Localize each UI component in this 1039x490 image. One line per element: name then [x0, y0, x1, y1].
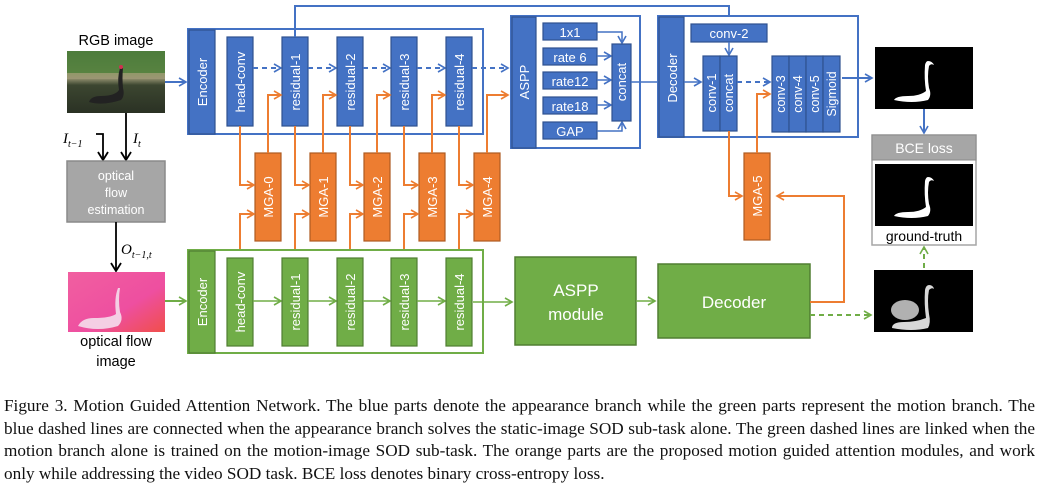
svg-text:estimation: estimation	[88, 203, 145, 217]
aspp-branch-2: rate12	[542, 71, 598, 90]
mga-1: MGA-1	[309, 152, 337, 242]
svg-text:conv-1: conv-1	[704, 73, 719, 112]
svg-text:MGA-3: MGA-3	[425, 176, 440, 217]
mga-5: MGA-5	[743, 152, 771, 241]
bce-loss-box: BCE loss ground-truth	[871, 134, 977, 246]
svg-text:conv-4: conv-4	[791, 75, 805, 113]
attention-connections	[239, 89, 772, 258]
svg-text:rate 6: rate 6	[553, 50, 586, 65]
mga-modules: MGA-0 MGA-1 MGA-2 MGA-3 MGA-4 MGA-5	[254, 152, 771, 242]
svg-text:conv-3: conv-3	[774, 75, 788, 113]
svg-text:concat: concat	[614, 62, 629, 101]
svg-text:Decoder: Decoder	[702, 293, 767, 312]
motion-encoder-label: Encoder	[195, 277, 210, 326]
svg-text:Sigmoid: Sigmoid	[825, 71, 839, 116]
svg-text:head-conv: head-conv	[233, 51, 248, 112]
motion-stage-residual-4: residual-4	[445, 257, 473, 347]
mga-3: MGA-3	[418, 152, 446, 242]
i-curr-label: It	[132, 131, 141, 150]
i-prev-arrow	[96, 133, 109, 162]
figure-caption: Figure 3. Motion Guided Attention Networ…	[4, 396, 1035, 483]
appearance-stage-residual-1: residual-1	[281, 36, 309, 127]
svg-text:residual-1: residual-1	[288, 53, 303, 110]
svg-text:MGA-0: MGA-0	[261, 176, 276, 217]
svg-text:residual-3: residual-3	[397, 53, 412, 110]
svg-text:optical: optical	[98, 169, 134, 183]
ground-truth-label: ground-truth	[886, 228, 962, 244]
svg-text:MGA-1: MGA-1	[316, 176, 331, 217]
aspp-branch-3: rate18	[542, 96, 598, 115]
motion-stage-residual-3: residual-3	[390, 257, 418, 347]
aspp-branch-1: rate 6	[542, 47, 598, 66]
svg-text:MGA-5: MGA-5	[750, 175, 765, 216]
mga-4: MGA-4	[473, 152, 501, 242]
svg-text:head-conv: head-conv	[233, 271, 248, 332]
svg-text:residual-1: residual-1	[288, 273, 303, 330]
aspp-concat: concat	[611, 43, 632, 122]
svg-text:rate18: rate18	[552, 99, 589, 114]
rgb-image	[67, 51, 165, 113]
decoder-block-Sigmoid	[822, 55, 841, 133]
svg-text:residual-3: residual-3	[397, 273, 412, 330]
svg-text:residual-4: residual-4	[452, 53, 467, 110]
appearance-stage-residual-3: residual-3	[390, 36, 418, 127]
motion-stage-head-conv: head-conv	[226, 257, 254, 347]
flow-image-label-line1: optical flow	[80, 334, 152, 350]
decoder-label: Decoder	[665, 53, 680, 103]
motion-decoder-to-mga5	[775, 191, 845, 303]
mga-0: MGA-0	[254, 152, 282, 242]
svg-text:concat: concat	[721, 73, 736, 112]
svg-text:residual-2: residual-2	[343, 273, 358, 330]
appearance-encoder-label: Encoder	[195, 57, 210, 106]
motion-stages: head-conv residual-1 residual-2 residual-3 r…	[226, 257, 473, 347]
appearance-stage-residual-4: residual-4	[445, 36, 473, 127]
flow-output-label: Ot−1,t	[121, 242, 152, 261]
conv-2-label: conv-2	[709, 26, 748, 41]
flow-image-label-line2: image	[96, 354, 136, 370]
network-diagram: RGB image It−1 It optical flow estimatio…	[62, 5, 977, 370]
svg-text:MGA-2: MGA-2	[370, 176, 385, 217]
i-prev-label: It−1	[62, 131, 83, 150]
motion-decoder: Decoder	[657, 263, 811, 339]
svg-text:residual-2: residual-2	[343, 53, 358, 110]
svg-text:ASPP: ASPP	[553, 281, 598, 300]
svg-text:MGA-4: MGA-4	[480, 176, 495, 217]
appearance-stage-residual-2: residual-2	[336, 36, 364, 127]
motion-stage-residual-1: residual-1	[281, 257, 309, 347]
bce-loss-label: BCE loss	[895, 140, 953, 156]
svg-text:residual-4: residual-4	[452, 273, 467, 330]
optical-flow-image	[68, 272, 165, 332]
aspp-branch-4: GAP	[542, 121, 598, 140]
svg-text:1x1: 1x1	[560, 25, 581, 40]
appearance-stage-head-conv: head-conv	[226, 36, 254, 127]
motion-aspp-module: ASPP module	[514, 256, 637, 346]
optical-flow-estimation-box: optical flow estimation	[66, 160, 166, 223]
appearance-saliency-map	[875, 47, 973, 109]
mga-2: MGA-2	[363, 152, 391, 242]
aspp-branch-0: 1x1	[542, 22, 598, 41]
svg-text:rate12: rate12	[552, 74, 589, 89]
motion-saliency-map	[874, 270, 973, 332]
svg-text:GAP: GAP	[556, 124, 583, 139]
rgb-image-label: RGB image	[79, 33, 154, 49]
svg-text:flow: flow	[105, 186, 128, 200]
motion-stage-residual-2: residual-2	[336, 257, 364, 347]
aspp-label: ASPP	[517, 65, 532, 100]
svg-text:module: module	[548, 305, 604, 324]
appearance-stages: head-conv residual-1 residual-2 residual-3 r…	[226, 36, 510, 127]
svg-text:conv-5: conv-5	[808, 75, 822, 113]
